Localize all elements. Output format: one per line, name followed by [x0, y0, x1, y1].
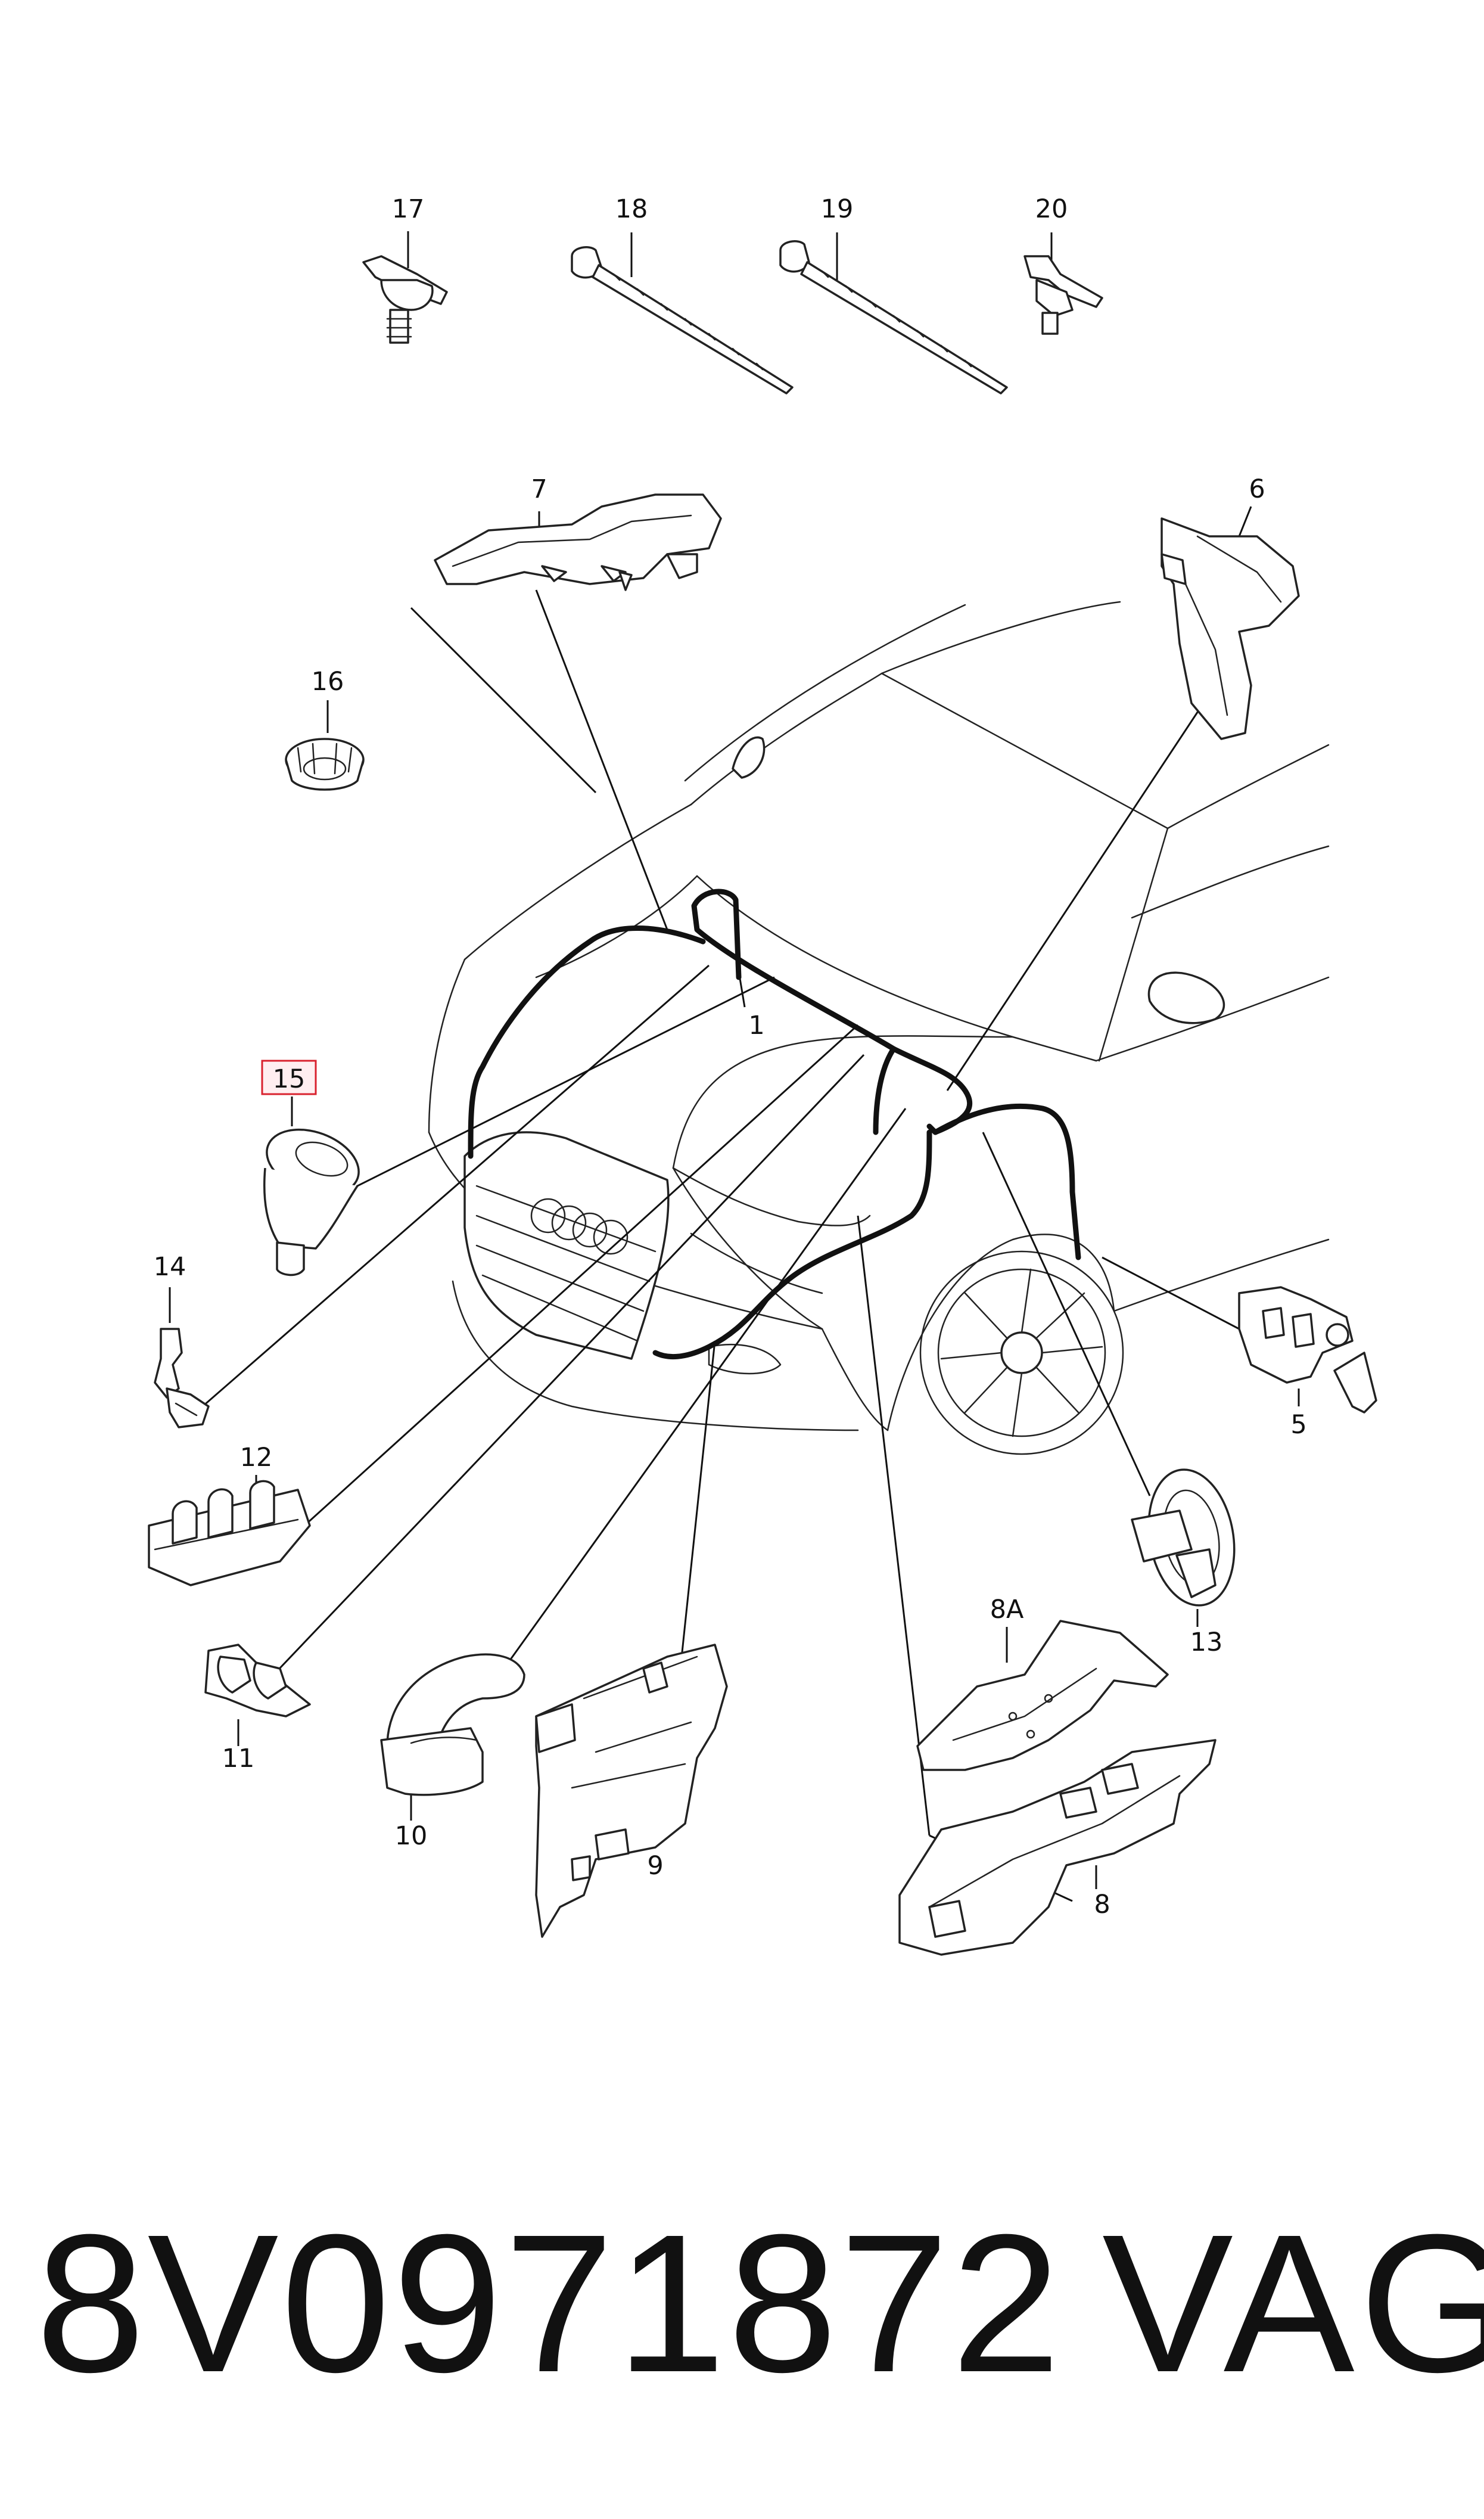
- label-11[interactable]: 11: [222, 1744, 255, 1773]
- label-13[interactable]: 13: [1190, 1627, 1223, 1657]
- part-18-cable-tie[interactable]: [571, 232, 794, 395]
- wiring-harness: [468, 889, 1081, 1360]
- label-17[interactable]: 17: [392, 194, 425, 224]
- label-12[interactable]: 12: [240, 1443, 273, 1473]
- label-15-highlight: [261, 1060, 317, 1095]
- label-15[interactable]: 15: [273, 1064, 306, 1094]
- car-outline: [428, 601, 1330, 1455]
- label-7[interactable]: 7: [531, 474, 547, 504]
- label-14[interactable]: 14: [154, 1252, 186, 1282]
- part-8a-bracket[interactable]: [916, 1620, 1169, 1771]
- part-19-cable-tie[interactable]: [779, 232, 1008, 395]
- part-17-clip[interactable]: [362, 231, 448, 344]
- label-20[interactable]: 20: [1035, 194, 1068, 224]
- part-7-bracket[interactable]: [434, 493, 722, 591]
- label-19[interactable]: 19: [821, 194, 854, 224]
- part-8-bracket[interactable]: [898, 1739, 1217, 1956]
- part-12-holder[interactable]: [148, 1475, 311, 1586]
- label-8a[interactable]: 8A: [990, 1595, 1024, 1625]
- label-6[interactable]: 6: [1249, 474, 1265, 504]
- parts-diagram: 17 18 19 20 7 6 16 1 15 14 12 11 10 9 8 …: [148, 194, 1377, 1956]
- part-15-grommet[interactable]: [258, 1097, 368, 1276]
- part-16-grommet[interactable]: [285, 700, 365, 791]
- part-20-clip[interactable]: [1023, 232, 1103, 335]
- part-9-bracket[interactable]: [535, 1644, 728, 1938]
- label-5[interactable]: 5: [1290, 1410, 1306, 1440]
- part-labels: 17 18 19 20 7 6 16 1 15 14 12 11 10 9 8 …: [154, 194, 1307, 1919]
- label-10[interactable]: 10: [395, 1821, 428, 1851]
- label-18[interactable]: 18: [615, 194, 648, 224]
- label-8[interactable]: 8: [1094, 1890, 1110, 1919]
- part-5-bracket[interactable]: [1238, 1286, 1377, 1414]
- part-14-clip[interactable]: [154, 1287, 210, 1428]
- label-9[interactable]: 9: [647, 1851, 663, 1881]
- part-10-sleeve[interactable]: [380, 1653, 525, 1821]
- part-13-grommet[interactable]: [1131, 1463, 1245, 1627]
- part-6-bracket[interactable]: [1161, 506, 1300, 740]
- label-1[interactable]: 1: [748, 1011, 764, 1040]
- brand-name: VAG: [1102, 2193, 1484, 2413]
- label-16[interactable]: 16: [312, 667, 344, 697]
- part-number: 8V0971872: [36, 2193, 1063, 2413]
- part-11-holder[interactable]: [204, 1644, 311, 1746]
